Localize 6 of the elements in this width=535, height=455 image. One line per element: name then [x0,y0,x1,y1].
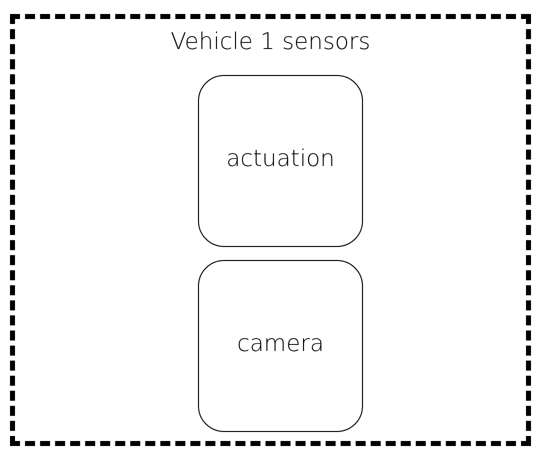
box-label: actuation [226,146,335,172]
rounded-box [198,75,363,247]
rounded-box [198,260,363,432]
dashed-group-box [10,14,531,446]
box-label: camera [237,330,324,356]
group-title: Vehicle 1 sensors [170,29,370,55]
